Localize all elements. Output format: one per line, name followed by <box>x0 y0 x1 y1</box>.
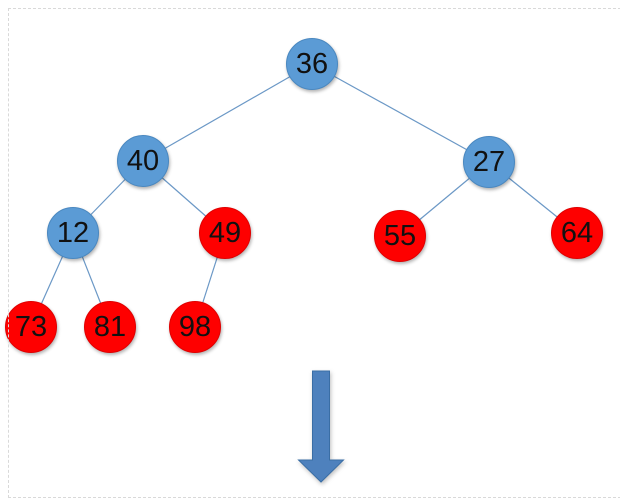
tree-node-27: 27 <box>463 136 515 188</box>
node-value-label: 64 <box>560 216 594 249</box>
tree-node-49: 49 <box>199 207 251 259</box>
tree-node-36: 36 <box>286 38 338 90</box>
node-value-label: 36 <box>295 47 329 80</box>
node-value-label: 73 <box>14 310 48 343</box>
node-value-label: 98 <box>178 310 212 343</box>
tree-node-73: 73 <box>5 301 57 353</box>
tree-node-12: 12 <box>47 207 99 259</box>
node-value-label: 27 <box>472 145 506 178</box>
node-value-label: 40 <box>126 144 160 177</box>
node-value-label: 12 <box>56 216 90 249</box>
tree-node-55: 55 <box>374 210 426 262</box>
tree-edge-36-27 <box>311 63 490 163</box>
tree-node-64: 64 <box>551 207 603 259</box>
node-value-label: 55 <box>383 219 417 252</box>
tree-edge-36-40 <box>142 63 313 162</box>
down-arrow-icon <box>297 370 345 483</box>
tree-node-81: 81 <box>84 301 136 353</box>
tree-node-40: 40 <box>117 135 169 187</box>
node-value-label: 49 <box>208 216 242 249</box>
tree-node-98: 98 <box>169 301 221 353</box>
node-value-label: 81 <box>93 310 127 343</box>
